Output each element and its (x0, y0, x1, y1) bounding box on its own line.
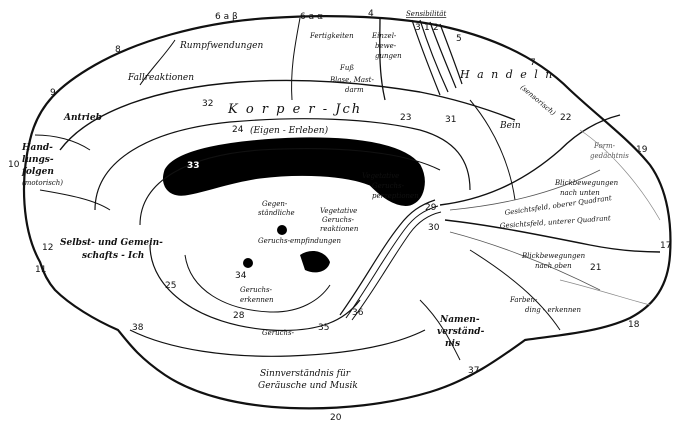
label-sinnverstaendnis-2: Geräusche und Musik (258, 381, 358, 391)
label-fuss: Fuß (339, 64, 354, 72)
label-geruchs-extra: Geruchs- (262, 329, 295, 337)
label-blickbewegungen-unten-1: Blickbewegungen (554, 179, 619, 187)
label-blase-1: Blase, Mast- (329, 76, 374, 84)
label-koerper-ich: K o r p e r - Jch (227, 102, 362, 117)
label-handlungsfolgen-1: Hand- (21, 143, 53, 153)
label-handlungsfolgen-4: (motorisch) (22, 179, 63, 187)
area-4: 4 (368, 9, 374, 19)
area-28: 28 (233, 311, 245, 321)
label-blickbewegungen-oben-1: Blickbewegungen (521, 252, 586, 260)
area-10: 10 (8, 160, 20, 170)
label-vegetative-1: Vegetative (362, 172, 399, 180)
label-selbst-1: Selbst- und Gemein- (60, 238, 163, 248)
label-einzelbewegungen-1: Einzel- (371, 32, 397, 40)
label-gesichtsfeld-2: Gesichtsfeld, unterer Quadrant (500, 214, 612, 230)
label-namenverstaendnis-1: Namen- (439, 315, 480, 325)
area-11: 11 (35, 265, 46, 275)
occipital-gray-band-2 (560, 280, 650, 305)
area-8: 8 (115, 45, 121, 55)
area-22: 22 (560, 113, 571, 123)
label-einzelbewegungen-2: bewe- (375, 42, 397, 50)
amygdala-region (300, 251, 330, 272)
label-geruchserkennen-1: Geruchs- (240, 286, 273, 294)
area-6ab: 6 a β (215, 12, 238, 22)
label-farbenerkennen-2: ding - erkennen (525, 306, 582, 314)
area-21: 21 (590, 263, 601, 273)
label-gesichtsgedaechtnis-1: Form- (593, 142, 616, 150)
area-30: 30 (428, 223, 440, 233)
label-namenverstaendnis-3: nis (445, 339, 460, 349)
area-1: 1 (424, 23, 430, 33)
area-34: 34 (235, 271, 247, 281)
area-17: 17 (660, 241, 671, 251)
label-sinnverstaendnis-1: Sinnverständnis für (260, 369, 351, 379)
area-36: 36 (352, 308, 364, 318)
area-7: 7 (530, 58, 536, 68)
label-blase-2: darm (345, 86, 364, 94)
area-33: 33 (187, 161, 200, 171)
label-vegetative-2: Geruchs- (372, 182, 405, 190)
label-einzelbewegungen-3: gungen (375, 52, 402, 60)
label-geruchserkennen-2: erkennen (240, 296, 274, 304)
label-bein: Bein (499, 121, 521, 131)
area-3: 3 (415, 23, 421, 33)
area-32: 32 (202, 99, 213, 109)
area-2: 2 (433, 23, 439, 33)
label-sensibilitaet: Sensibilität (406, 10, 446, 18)
label-vegetative-r-1: Vegetative (320, 207, 357, 215)
label-blickbewegungen-oben-2: nach oben (535, 262, 572, 270)
label-handlungsfolgen-2: lungs- (22, 155, 54, 165)
label-selbst-2: schafts - Ich (82, 251, 144, 261)
label-gegenstaende-2: ständliche (258, 209, 295, 217)
label-eigen-erleben: (Eigen - Erleben) (250, 125, 329, 136)
label-handeln-sub: (sensorisch) (519, 83, 557, 117)
label-geruchsempfindungen: Geruchs-empfindungen (258, 237, 342, 245)
label-farbenerkennen-1: Farben- (509, 296, 538, 304)
area-25: 25 (165, 281, 176, 291)
occipital-gray-band-1 (580, 130, 660, 220)
fornix-bundle-1 (340, 200, 435, 315)
label-namenverstaendnis-2: verständ- (437, 326, 485, 337)
label-fertigkeiten: Fertigkeiten (309, 32, 354, 40)
area-5: 5 (456, 34, 462, 44)
label-vegetative-r-3: reaktionen (320, 225, 359, 233)
area-24: 24 (232, 125, 244, 135)
area-29: 29 (425, 203, 437, 213)
frontal-division (292, 18, 300, 100)
label-blickbewegungen-unten-2: nach unten (560, 189, 600, 197)
calcarine-ray-2 (450, 232, 600, 290)
label-gegenstaende-1: Gegen- (262, 200, 288, 208)
area-18: 18 (628, 320, 640, 330)
frontal-division-3 (40, 190, 110, 210)
label-vegetative-3: perzeptionen (372, 192, 419, 200)
area-37: 37 (468, 366, 479, 376)
label-handeln: H a n d e l n (459, 68, 554, 81)
label-handlungsfolgen-3: folgen (21, 167, 54, 177)
area-12: 12 (42, 243, 53, 253)
structure-dot-1 (277, 225, 287, 235)
area-31: 31 (445, 115, 456, 125)
area-9: 9 (50, 88, 56, 98)
area-38: 38 (132, 323, 144, 333)
area-19: 19 (636, 145, 648, 155)
label-fallreaktionen: Fallreaktionen (127, 73, 194, 83)
label-vegetative-r-2: Geruchs- (322, 216, 355, 224)
structure-dot-2 (243, 258, 253, 268)
label-gesichtsgedaechtnis-2: gedächtnis (590, 152, 629, 160)
area-23: 23 (400, 113, 411, 123)
area-35: 35 (318, 323, 329, 333)
area-6aa: 6 a α (300, 12, 323, 22)
label-antrieb: Antrieb (63, 113, 102, 123)
label-gesichtsfeld-1: Gesichtsfeld, oberer Quadrant (504, 194, 612, 217)
label-rumpfwendungen: Rumpfwendungen (179, 41, 263, 51)
area-20: 20 (330, 413, 342, 423)
